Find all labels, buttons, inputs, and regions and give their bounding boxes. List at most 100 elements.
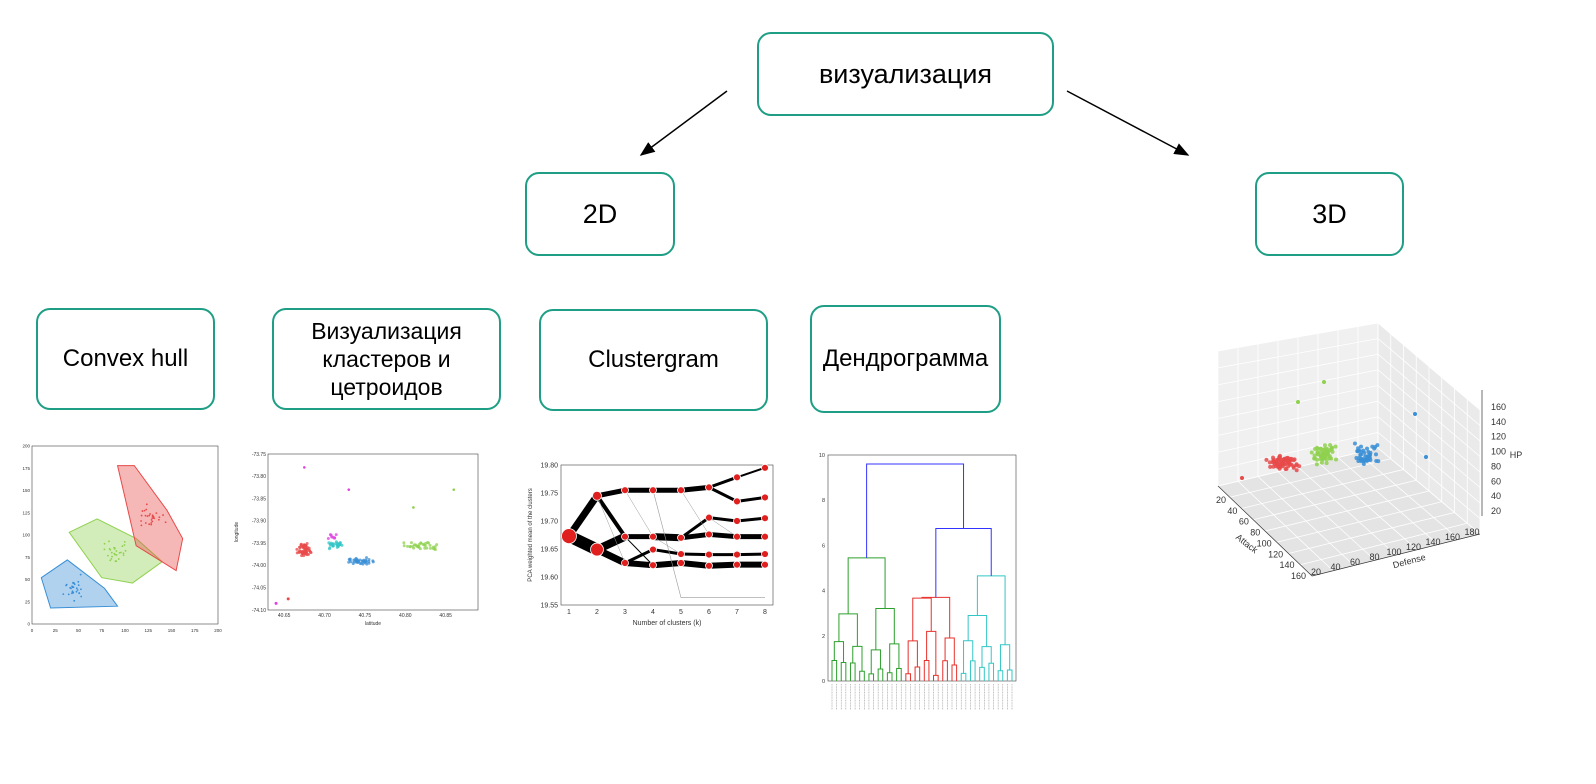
- data-point: [73, 599, 76, 602]
- data-point: [365, 562, 369, 566]
- data-point: [1361, 448, 1366, 453]
- y-tick-label: 100: [22, 533, 30, 538]
- pane-floor: [1218, 448, 1480, 576]
- cluster-node: [649, 545, 657, 554]
- data-point: [412, 546, 416, 550]
- grid-line: [1377, 369, 1481, 457]
- data-point: [144, 514, 147, 517]
- data-point: [362, 559, 366, 563]
- data-point: [1268, 464, 1273, 469]
- node-convex-hull: Convex hull: [36, 308, 215, 410]
- grid-line: [1317, 461, 1418, 551]
- cluster-node: [621, 532, 629, 541]
- data-point: [1322, 443, 1327, 448]
- cluster-node: [761, 532, 769, 541]
- data-point: [80, 588, 82, 591]
- cluster-node: [733, 473, 741, 482]
- defense-tick-label: 60: [1350, 557, 1360, 567]
- data-point: [1370, 444, 1375, 449]
- data-point: [1324, 457, 1329, 462]
- data-point: [428, 543, 432, 547]
- data-point: [1289, 456, 1294, 461]
- data-point: [412, 506, 415, 509]
- data-point: [1319, 460, 1324, 465]
- dendrogram-link: [935, 527, 992, 598]
- attack-tick-label: 40: [1227, 506, 1237, 516]
- data-point: [111, 555, 113, 558]
- data-point: [1240, 476, 1244, 480]
- x-tick-label: 6: [707, 609, 711, 616]
- data-point: [1318, 453, 1323, 458]
- data-point: [1321, 451, 1326, 456]
- data-point: [300, 550, 304, 554]
- hp-axis-label: HP: [1510, 450, 1523, 460]
- data-point: [67, 593, 70, 596]
- data-point: [418, 547, 422, 551]
- cluster-link: [652, 536, 682, 555]
- data-point: [1327, 454, 1332, 459]
- data-point: [124, 549, 127, 552]
- data-point: [103, 548, 106, 551]
- data-point: [115, 560, 118, 563]
- data-point: [140, 524, 143, 527]
- data-point: [1373, 452, 1378, 457]
- data-point: [352, 558, 356, 562]
- cluster-node: [705, 513, 713, 522]
- cluster-node: [733, 497, 741, 506]
- data-point: [144, 522, 147, 524]
- cluster-node: [705, 530, 713, 539]
- data-point: [145, 508, 148, 511]
- node-cluster-visualization: Визуализация кластеров и цетроидов: [272, 308, 501, 410]
- cluster-node: [733, 532, 741, 541]
- x-tick-label: 150: [168, 628, 176, 633]
- data-point: [1352, 441, 1357, 446]
- attack-tick-label: 100: [1257, 538, 1272, 548]
- data-point: [433, 548, 437, 552]
- data-point: [1424, 455, 1428, 459]
- y-tick-label: 19.80: [540, 463, 558, 470]
- cluster-node: [677, 486, 685, 495]
- data-point: [1279, 461, 1284, 466]
- data-point: [1333, 457, 1338, 462]
- y-tick-label: 125: [22, 510, 30, 515]
- node-cluster-visualization-label: Визуализация кластеров и цетроидов: [311, 317, 462, 401]
- data-point: [157, 518, 160, 521]
- y-tick-label: 2: [822, 634, 825, 640]
- cluster-link: [736, 466, 766, 479]
- x-axis-label: Number of clusters (k): [633, 620, 702, 627]
- data-point: [1376, 459, 1381, 464]
- data-point: [1361, 461, 1366, 466]
- cluster-node: [705, 561, 713, 570]
- y-tick-label: 4: [822, 589, 825, 595]
- cluster-node: [733, 560, 741, 569]
- cluster-link: [680, 560, 710, 569]
- cluster-node: [733, 517, 741, 525]
- data-point: [1271, 455, 1276, 460]
- data-point: [331, 544, 335, 548]
- cluster-node: [649, 486, 657, 495]
- hull-2: [116, 465, 184, 572]
- dendrogram-link: [849, 662, 856, 681]
- data-point: [1297, 464, 1302, 469]
- x-tick-label: 75: [99, 628, 105, 633]
- y-tick-label: 0: [27, 622, 30, 627]
- data-point: [73, 583, 76, 586]
- data-point: [158, 516, 161, 519]
- data-point: [162, 514, 164, 516]
- data-point: [1358, 452, 1363, 457]
- node-clustergram: Clustergram: [539, 309, 768, 411]
- dendrogram-link: [870, 649, 881, 674]
- node-root-label: визуализация: [818, 58, 993, 89]
- data-point: [1309, 450, 1314, 455]
- dendrogram-link: [912, 597, 932, 641]
- data-point: [1354, 455, 1359, 460]
- data-point: [1314, 462, 1319, 467]
- cluster-link: [652, 490, 682, 598]
- data-point: [1368, 458, 1373, 463]
- cluster-link: [680, 552, 710, 557]
- x-tick-label: 3: [623, 609, 627, 616]
- data-point: [1359, 444, 1364, 449]
- cluster-link: [596, 495, 626, 564]
- data-point: [146, 515, 149, 518]
